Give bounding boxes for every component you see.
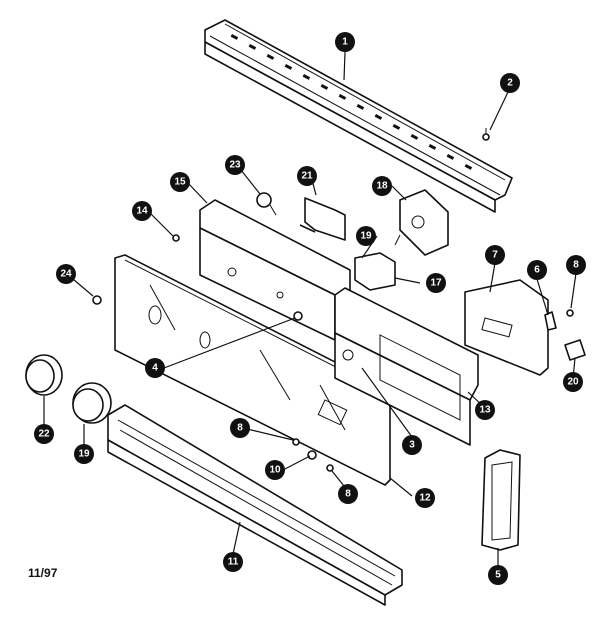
date-code: 11/97 [28,566,58,580]
part-button-9b [326,464,334,472]
callout-2: 2 [500,73,520,93]
callout-12: 12 [415,488,435,508]
svg-text:18: 18 [376,181,388,192]
callout-14: 14 [132,201,152,221]
svg-text:15: 15 [174,177,186,188]
part-screw-right [566,309,574,317]
part-knob-19 [72,382,112,424]
part-timer [299,197,346,241]
part-pivot-bracket [256,192,277,216]
svg-text:4: 4 [152,363,158,374]
part-screw-14 [172,234,180,242]
callout-24: 24 [56,264,76,284]
svg-text:8: 8 [345,489,351,500]
part-top-vent-trim [204,19,513,213]
callout-6: 6 [527,260,547,280]
svg-text:11: 11 [228,557,239,568]
callout-19b: 19 [74,444,94,464]
part-knob-22 [25,354,63,396]
callout-22: 22 [34,424,54,444]
svg-text:20: 20 [567,377,579,388]
svg-text:19: 19 [78,449,90,460]
callout-7: 7 [485,245,505,265]
svg-text:12: 12 [419,493,431,504]
callout-13: 13 [475,400,495,420]
svg-text:21: 21 [301,171,313,182]
part-screw-top [482,128,490,141]
svg-text:13: 13 [479,405,491,416]
part-center-panel [334,287,479,446]
callout-23: 23 [225,155,245,175]
part-knob-insert [293,311,303,321]
callout-17: 17 [426,273,446,293]
part-bottom-trim [107,404,403,606]
callout-5: 5 [488,565,508,585]
part-button-10 [307,450,317,460]
svg-text:6: 6 [534,265,540,276]
svg-text:23: 23 [229,160,241,171]
part-screw-24 [92,295,102,305]
svg-text:5: 5 [495,570,501,581]
part-rotary-switch [354,252,396,291]
part-clip [544,311,557,331]
callout-20: 20 [563,372,583,392]
callout-10: 10 [265,460,285,480]
svg-text:10: 10 [269,465,281,476]
svg-text:1: 1 [342,37,348,48]
callout-3: 3 [402,435,422,455]
callout-1: 1 [335,32,355,52]
svg-text:8: 8 [237,423,243,434]
callout-4: 4 [145,358,165,378]
svg-text:3: 3 [409,440,415,451]
part-window-frame [481,449,521,551]
callout-21: 21 [297,166,317,186]
part-control-module [464,279,549,376]
svg-text:24: 24 [60,269,72,280]
callout-19a: 19 [356,226,376,246]
callout-18: 18 [372,176,392,196]
svg-text:22: 22 [38,429,50,440]
part-connector [564,339,586,361]
callout-15: 15 [170,172,190,192]
svg-text:14: 14 [136,206,148,217]
callout-11: 11 [223,552,243,572]
svg-text:17: 17 [430,278,442,289]
part-switch [394,189,449,256]
svg-text:2: 2 [507,78,513,89]
svg-text:7: 7 [492,250,498,261]
callout-8c: 8 [338,484,358,504]
callout-8b: 8 [230,418,250,438]
svg-text:8: 8 [573,260,579,271]
svg-text:19: 19 [360,231,372,242]
callout-8a: 8 [566,255,586,275]
part-button-9a [292,438,300,446]
